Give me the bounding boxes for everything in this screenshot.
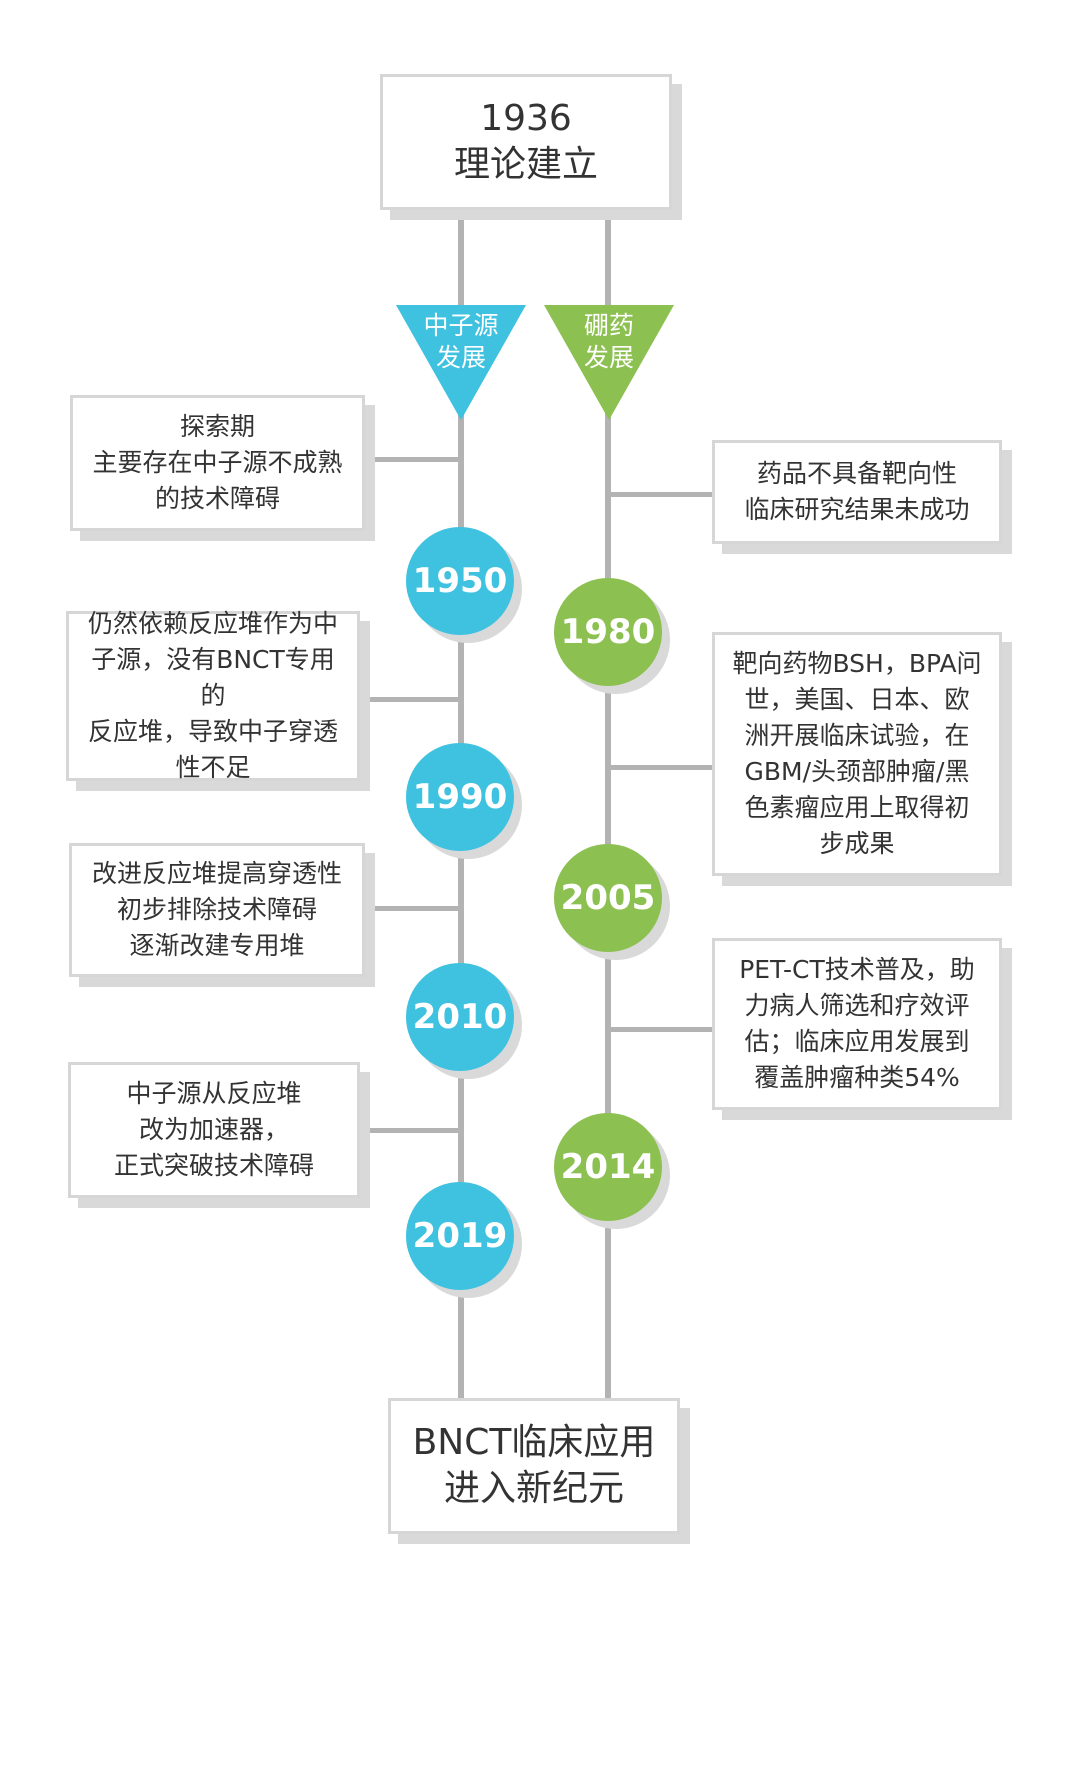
neutron-header-label: 中子源 发展 [423, 311, 499, 372]
boron-year-2014: 2014 [554, 1113, 662, 1221]
origin-box: 1936 理论建立 [380, 74, 672, 210]
outcome-line-1: BNCT临床应用 [412, 1422, 656, 1463]
neutron-header-triangle [396, 305, 526, 420]
boron-header-triangle [544, 305, 674, 420]
boron-note-1: 药品不具备靶向性 临床研究结果未成功 [712, 440, 1002, 544]
neutron-note-3: 改进反应堆提高穿透性 初步排除技术障碍 逐渐改建专用堆 [69, 843, 365, 977]
neutron-note-2: 仍然依赖反应堆作为中 子源，没有BNCT专用的 反应堆，导致中子穿透 性不足 [66, 609, 360, 782]
connector-line [608, 492, 713, 497]
connector-line [360, 697, 460, 702]
connector-line [608, 1027, 713, 1032]
origin-label: 理论建立 [453, 144, 598, 185]
boron-header-label: 硼药 发展 [583, 311, 634, 372]
neutron-year-1990: 1990 [406, 743, 514, 851]
connector-line [365, 457, 460, 462]
neutron-note-4: 中子源从反应堆 改为加速器， 正式突破技术障碍 [68, 1062, 360, 1198]
outcome-box: BNCT临床应用 进入新纪元 [388, 1398, 680, 1534]
connector-line [360, 1128, 460, 1133]
neutron-year-2010: 2010 [406, 963, 514, 1071]
origin-year: 1936 [480, 98, 572, 139]
boron-note-3: PET-CT技术普及，助 力病人筛选和疗效评 估；临床应用发展到 覆盖肿瘤种类5… [712, 938, 1002, 1110]
connector-line [608, 765, 713, 770]
boron-year-1980: 1980 [554, 578, 662, 686]
boron-note-2: 靶向药物BSH，BPA问 世，美国、日本、欧 洲开展临床试验，在 GBM/头颈部… [712, 632, 1002, 876]
neutron-year-1950: 1950 [406, 527, 514, 635]
neutron-year-2019: 2019 [406, 1182, 514, 1290]
boron-year-2005: 2005 [554, 844, 662, 952]
connector-line [365, 906, 460, 911]
outcome-line-2: 进入新纪元 [443, 1468, 624, 1509]
neutron-note-1: 探索期 主要存在中子源不成熟 的技术障碍 [70, 395, 365, 531]
boron-timeline-line [605, 210, 611, 1410]
